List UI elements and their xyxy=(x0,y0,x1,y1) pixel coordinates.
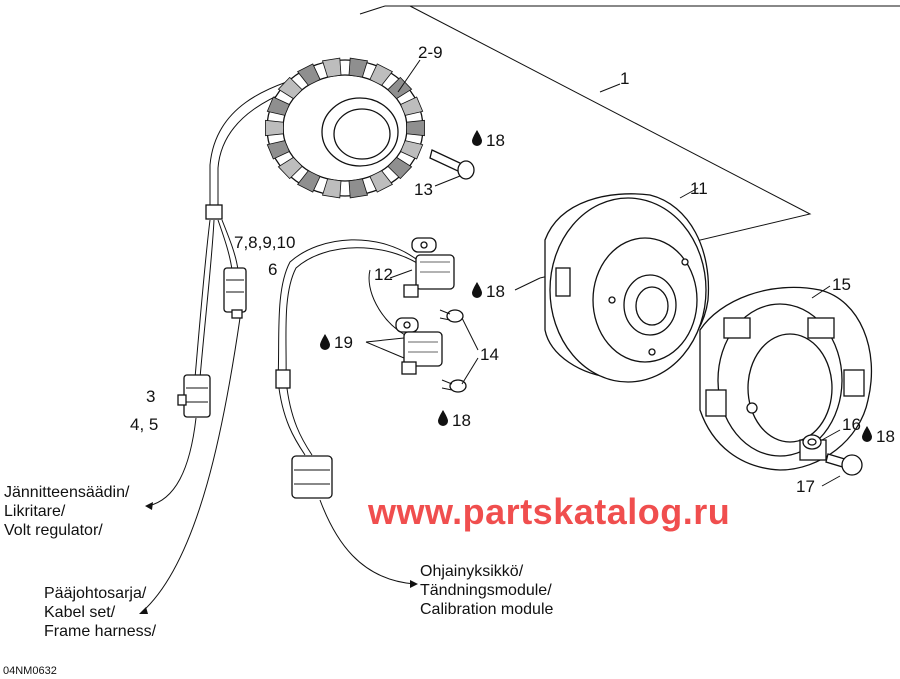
oil-drop-icon xyxy=(472,282,482,298)
stator-pole xyxy=(277,76,303,100)
stator-pole xyxy=(265,119,284,137)
starter-ring xyxy=(699,285,872,471)
stator-pole xyxy=(400,140,424,160)
caption-volt-regulator: Jännitteensäädin/ Likritare/ Volt regula… xyxy=(4,484,130,539)
oil-drop-icon xyxy=(438,410,448,426)
caption-calibration-module: Ohjainyksikkö/ Tändningsmodule/ Calibrat… xyxy=(420,563,554,618)
callout-12: 12 xyxy=(374,265,393,284)
stator-pole xyxy=(400,96,424,116)
caption-line: Likritare/ xyxy=(4,503,66,520)
callout-11: 11 xyxy=(690,179,708,198)
stator xyxy=(265,57,425,199)
callout-13: 13 xyxy=(414,180,433,199)
callout-3: 3 xyxy=(146,387,155,406)
callout-17: 17 xyxy=(796,477,815,496)
stator-pole xyxy=(321,178,342,199)
stator-pole xyxy=(277,156,303,180)
stator-pole xyxy=(387,76,413,100)
washer xyxy=(802,429,841,450)
caption-line: Ohjainyksikkö/ xyxy=(420,563,524,580)
callout-16: 16 xyxy=(842,415,861,434)
callout-6: 6 xyxy=(268,260,277,279)
stator-pole xyxy=(348,178,369,199)
callout-18-lower: 18 xyxy=(452,411,471,430)
flywheel xyxy=(544,187,710,383)
oil-drop-icon xyxy=(320,334,330,350)
callout-2-9: 2-9 xyxy=(418,43,443,62)
oil-drop-icon xyxy=(862,426,872,442)
caption-line: Pääjohtosarja/ xyxy=(44,585,147,602)
callout-14: 14 xyxy=(480,345,499,364)
caption-frame-harness: Pääjohtosarja/ Kabel set/ Frame harness/ xyxy=(44,585,157,640)
stator-poles xyxy=(265,57,425,199)
sensor-screw-upper xyxy=(439,309,464,323)
callout-18-ring: 18 xyxy=(876,427,895,446)
callout-18-stator: 18 xyxy=(486,131,505,150)
caption-line: Jännitteensäädin/ xyxy=(4,484,130,501)
oil-drop-icon xyxy=(472,130,482,146)
stator-pole xyxy=(266,140,290,160)
stator-pole xyxy=(348,57,369,78)
stator-pole xyxy=(296,170,321,193)
callout-18-upper: 18 xyxy=(486,282,505,301)
callout-15: 15 xyxy=(832,275,851,294)
connector-7-10 xyxy=(223,267,247,319)
caption-line: Frame harness/ xyxy=(44,623,157,640)
sensor-screw-lower xyxy=(441,379,467,393)
stator-pole xyxy=(369,63,394,86)
caption-line: Volt regulator/ xyxy=(4,522,103,539)
stator-pole xyxy=(369,170,394,193)
caption-line: Kabel set/ xyxy=(44,604,116,621)
stator-pole xyxy=(321,57,342,78)
trigger-harness xyxy=(275,239,426,499)
trigger-sensor-upper xyxy=(403,237,455,298)
caption-line: Tändningsmodule/ xyxy=(420,582,552,599)
connector-3-4-5 xyxy=(177,374,211,418)
callout-19: 19 xyxy=(334,333,353,352)
trigger-sensor-lower xyxy=(395,317,443,375)
stator-pole xyxy=(406,119,425,137)
caption-line: Calibration module xyxy=(420,601,554,618)
stator-pole xyxy=(266,96,290,116)
callout-1: 1 xyxy=(620,69,629,88)
figure-code: 04NM0632 xyxy=(3,665,57,677)
stator-pole xyxy=(296,63,321,86)
stator-pole xyxy=(387,156,413,180)
ring-screw xyxy=(821,453,863,487)
stator-screw xyxy=(429,149,475,187)
watermark: www.partskatalog.ru xyxy=(367,491,730,532)
callout-7-10: 7,8,9,10 xyxy=(234,233,295,252)
callout-4-5: 4, 5 xyxy=(130,415,158,434)
